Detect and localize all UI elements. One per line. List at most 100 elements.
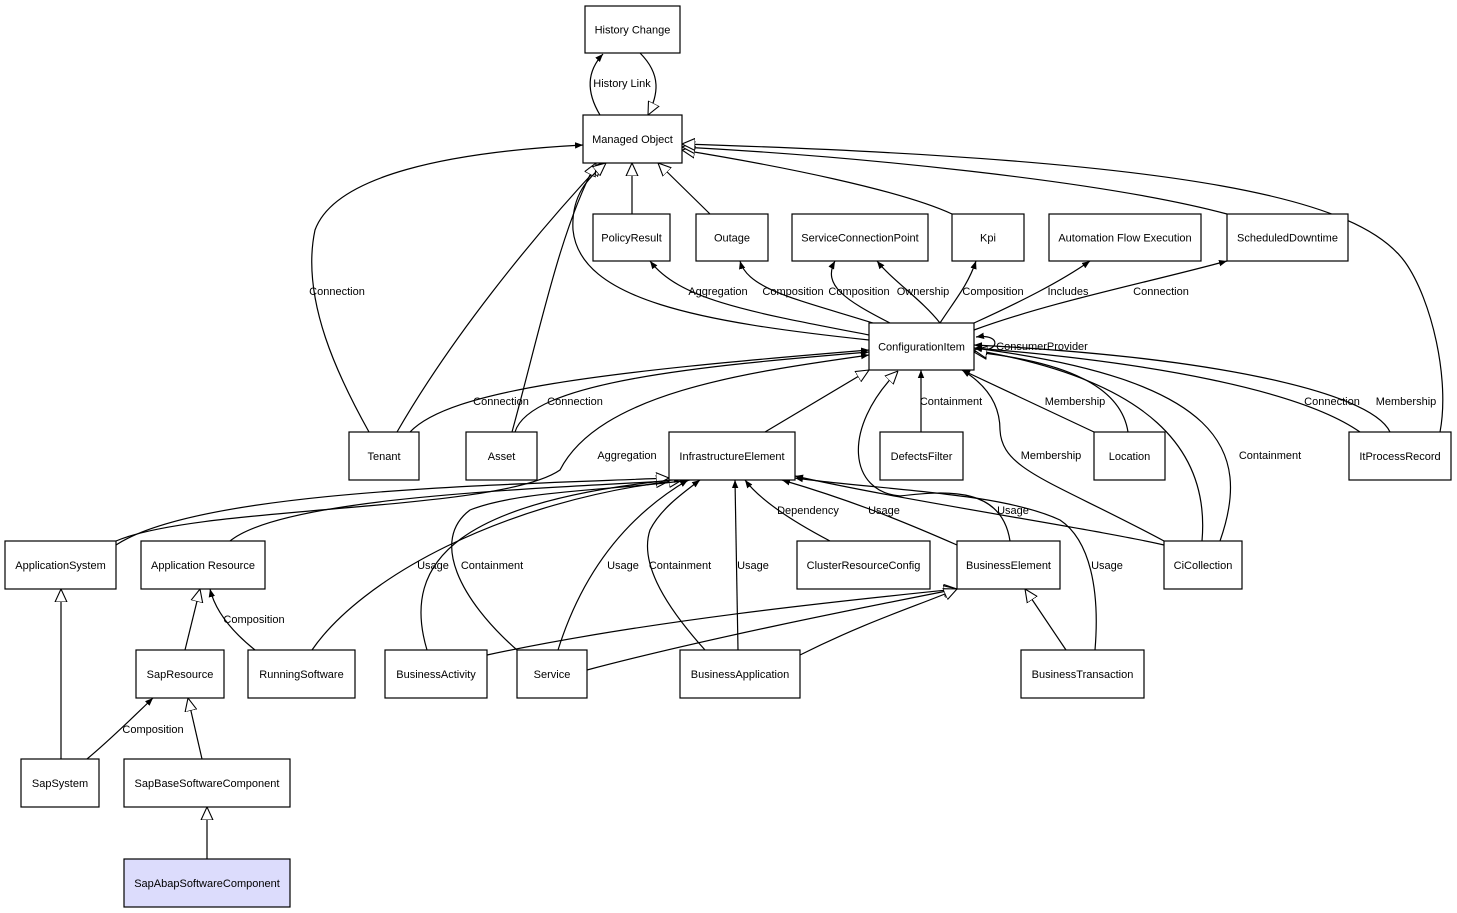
class-box[interactable] [1226, 213, 1349, 262]
edge-label: Composition [962, 286, 1023, 298]
association-arrow [311, 142, 584, 433]
class-node-cluster[interactable]: ClusterResourceConfig [796, 540, 931, 590]
class-node-afe[interactable]: Automation Flow Execution [1048, 213, 1202, 262]
class-box[interactable] [140, 540, 266, 590]
class-box[interactable] [348, 431, 420, 481]
class-node-service[interactable]: Service [516, 649, 588, 699]
class-node-tenant[interactable]: Tenant [348, 431, 420, 481]
association-arrow [973, 260, 1228, 331]
edge-running-to-appres [208, 588, 256, 651]
class-node-location[interactable]: Location [1093, 431, 1166, 481]
class-node-itpr[interactable]: ItProcessRecord [1348, 431, 1452, 481]
class-node-managed[interactable]: Managed Object [582, 114, 683, 164]
class-box[interactable] [695, 213, 769, 262]
class-box[interactable] [1020, 649, 1145, 699]
edge-outage-to-managed [658, 163, 711, 215]
generalization-arrow [1025, 589, 1067, 651]
class-box[interactable] [668, 431, 796, 481]
class-node-running[interactable]: RunningSoftware [247, 649, 356, 699]
class-name: Kpi [980, 233, 996, 245]
association-arrow [744, 479, 831, 542]
class-box[interactable] [135, 649, 225, 699]
class-box[interactable] [584, 5, 681, 54]
edge-busapp-to-infra [646, 479, 706, 651]
association-arrow [973, 345, 1232, 542]
class-name: ServiceConnectionPoint [801, 233, 918, 245]
class-node-busact[interactable]: BusinessActivity [384, 649, 488, 699]
generalization-arrow [229, 481, 669, 542]
class-node-sapbase[interactable]: SapBaseSoftwareComponent [123, 758, 291, 808]
class-box[interactable] [20, 758, 100, 808]
class-name: SapAbapSoftwareComponent [134, 878, 280, 890]
edge-busel-to-infra [781, 479, 958, 546]
association-arrow [646, 479, 706, 651]
class-node-sapabap[interactable]: SapAbapSoftwareComponent [123, 858, 291, 908]
class-name: PolicyResult [601, 233, 662, 245]
edge-label: Containment [920, 396, 982, 408]
class-name: ItProcessRecord [1359, 451, 1440, 463]
edge-label: Composition [828, 286, 889, 298]
edge-ci-to-policy [649, 260, 870, 336]
class-box[interactable] [123, 758, 291, 808]
edge-label: Composition [223, 614, 284, 626]
edge-label: Composition [762, 286, 823, 298]
association-arrow [876, 260, 941, 324]
class-node-busapp[interactable]: BusinessApplication [679, 649, 801, 699]
edge-asset-to-ci [514, 349, 870, 433]
class-node-ci[interactable]: ConfigurationItem [868, 322, 975, 371]
class-box[interactable] [951, 213, 1025, 262]
class-node-sched[interactable]: ScheduledDowntime [1226, 213, 1349, 262]
class-box[interactable] [123, 858, 291, 908]
edge-label: Connection [547, 396, 603, 408]
class-box[interactable] [4, 540, 117, 590]
class-node-history[interactable]: History Change [584, 5, 681, 54]
class-box[interactable] [1163, 540, 1243, 590]
class-box[interactable] [1048, 213, 1202, 262]
class-box[interactable] [679, 649, 801, 699]
class-box[interactable] [582, 114, 683, 164]
class-node-asset[interactable]: Asset [465, 431, 538, 481]
class-node-kpi[interactable]: Kpi [951, 213, 1025, 262]
class-name: RunningSoftware [259, 669, 343, 681]
class-box[interactable] [1093, 431, 1166, 481]
class-name: BusinessApplication [691, 669, 789, 681]
association-arrow [589, 53, 604, 116]
edge-busact-to-infra [420, 476, 683, 651]
class-node-defects[interactable]: DefectsFilter [879, 431, 964, 481]
class-node-sapsys[interactable]: SapSystem [20, 758, 100, 808]
class-node-cicoll[interactable]: CiCollection [1163, 540, 1243, 590]
class-box[interactable] [516, 649, 588, 699]
association-arrow [649, 260, 870, 336]
edge-infra-to-ci [764, 370, 869, 433]
class-node-bustx[interactable]: BusinessTransaction [1020, 649, 1145, 699]
edge-history-to-managed [639, 52, 656, 115]
class-box[interactable] [868, 322, 975, 371]
class-node-sapres[interactable]: SapResource [135, 649, 225, 699]
association-arrow [451, 477, 691, 651]
class-node-appsys[interactable]: ApplicationSystem [4, 540, 117, 590]
class-box[interactable] [592, 213, 671, 262]
class-box[interactable] [956, 540, 1061, 590]
class-node-appres[interactable]: Application Resource [140, 540, 266, 590]
class-node-infra[interactable]: InfrastructureElement [668, 431, 796, 481]
class-box[interactable] [791, 213, 929, 262]
class-name: BusinessActivity [396, 669, 476, 681]
class-box[interactable] [247, 649, 356, 699]
class-box[interactable] [796, 540, 931, 590]
class-node-outage[interactable]: Outage [695, 213, 769, 262]
class-box[interactable] [465, 431, 538, 481]
class-node-busel[interactable]: BusinessElement [956, 540, 1061, 590]
class-node-scp[interactable]: ServiceConnectionPoint [791, 213, 929, 262]
association-arrow [973, 260, 1091, 324]
edge-managed-to-history [589, 53, 604, 116]
edge-label: Usage [417, 560, 449, 572]
class-node-policy[interactable]: PolicyResult [592, 213, 671, 262]
edge-label: ConsumerProvider [996, 341, 1088, 353]
class-box[interactable] [1348, 431, 1452, 481]
edge-label: Connection [1133, 286, 1189, 298]
class-name: SapResource [147, 669, 214, 681]
class-box[interactable] [384, 649, 488, 699]
generalization-arrow [115, 478, 669, 546]
class-box[interactable] [879, 431, 964, 481]
